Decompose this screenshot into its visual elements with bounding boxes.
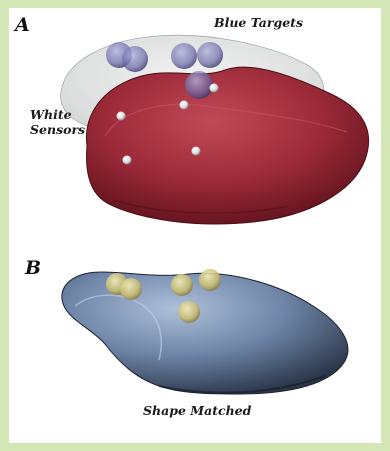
blue-target-3 — [171, 43, 197, 69]
panel-b-letter: B — [25, 257, 41, 279]
blue-target-4 — [197, 42, 223, 68]
blue-targets-label: Blue Targets — [214, 15, 303, 30]
white-sensor-3 — [210, 84, 219, 93]
yellow-target-5 — [178, 301, 200, 323]
white-sensors-label-line2: Sensors — [30, 122, 85, 137]
red-shape — [86, 67, 368, 224]
white-sensor-1 — [117, 112, 126, 121]
white-sensor-5 — [192, 147, 201, 156]
blue-target-2 — [122, 46, 148, 72]
yellow-target-2 — [120, 278, 142, 300]
white-sensor-4 — [123, 156, 132, 165]
figure-graphics — [9, 8, 381, 443]
figure-panel: A Blue Targets White Sensors B Shape Mat… — [9, 8, 381, 443]
yellow-target-3 — [171, 274, 193, 296]
yellow-target-4 — [199, 269, 221, 291]
white-sensor-2 — [180, 101, 189, 110]
shape-matched-label: Shape Matched — [143, 403, 251, 418]
panel-a-letter: A — [15, 14, 30, 36]
white-sensors-label-line1: White — [30, 107, 72, 122]
blue-shape — [62, 272, 348, 394]
blue-target-5 — [185, 71, 213, 99]
